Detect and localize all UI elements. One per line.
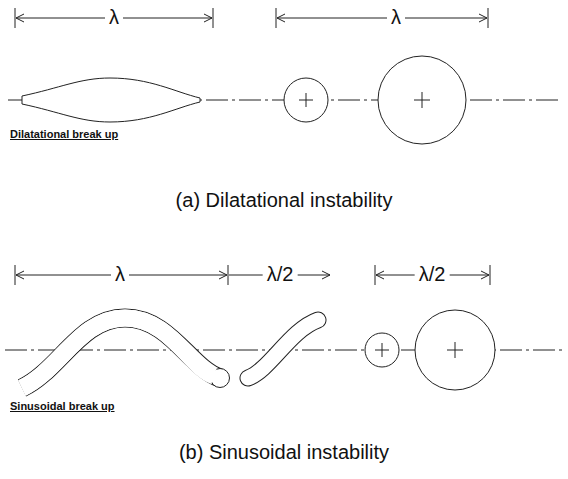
wavelength-label: λ (105, 6, 123, 28)
figure-caption: (a) Dilatational instability (176, 189, 393, 211)
half-wavelength-label: λ/2 (263, 263, 298, 285)
figure-caption: (b) Sinusoidal instability (179, 441, 389, 463)
breakup-label: Sinusoidal break up (10, 400, 115, 412)
wavelength-label: λ (387, 6, 405, 28)
breakup-label: Dilatational break up (10, 128, 118, 140)
half-wavelength-label: λ/2 (415, 263, 450, 285)
wavelength-label: λ (111, 263, 129, 285)
